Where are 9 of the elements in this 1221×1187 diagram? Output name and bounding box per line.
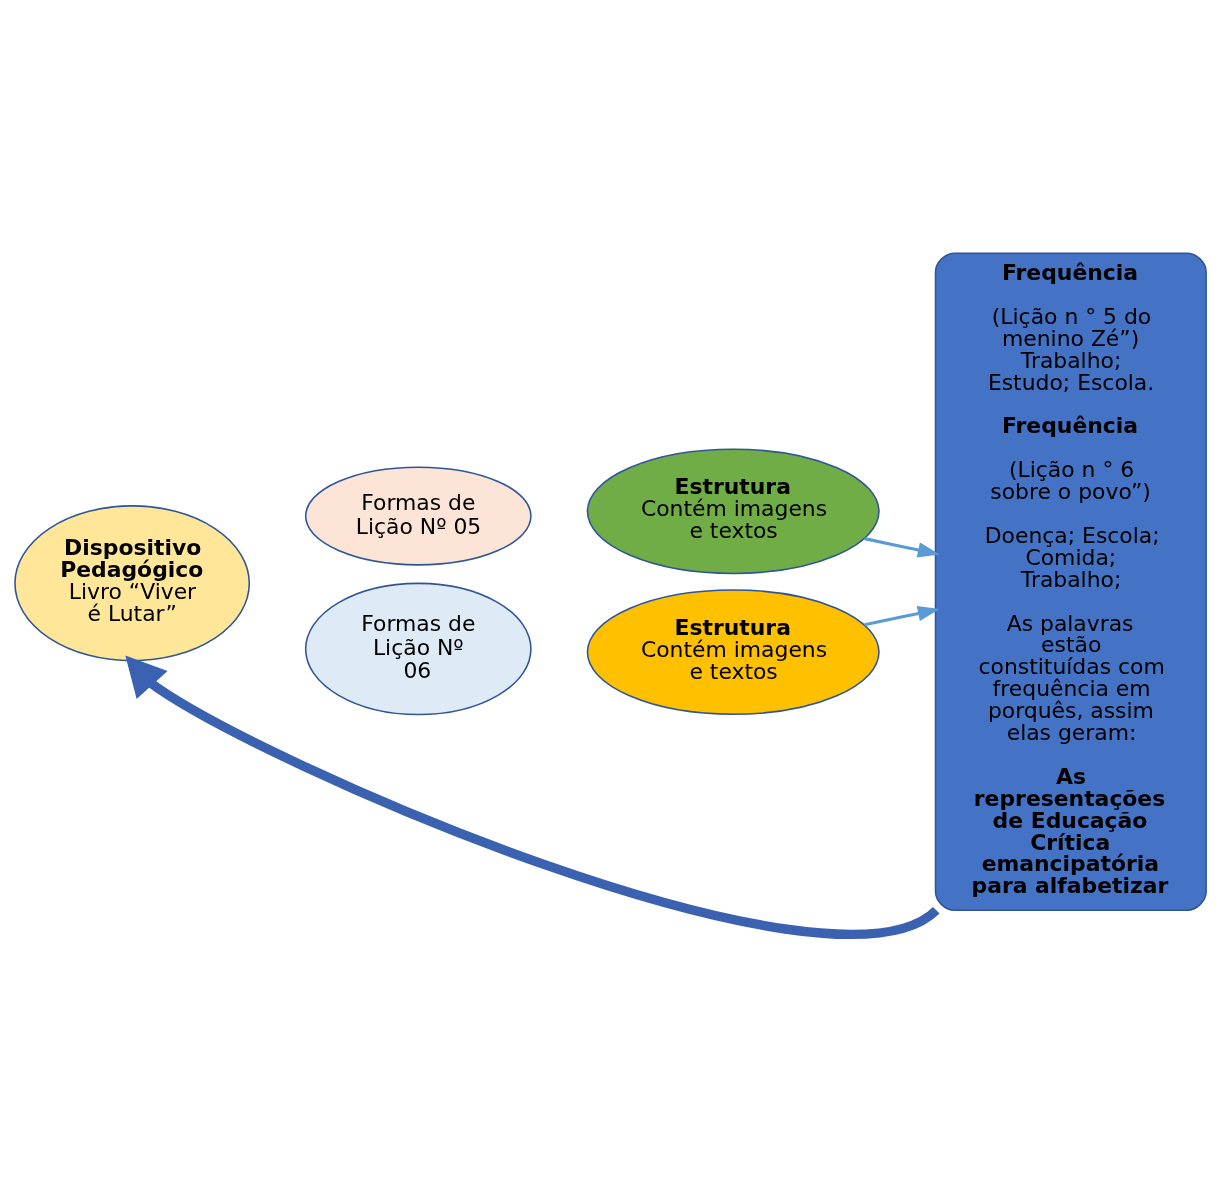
- node-ellipse: Estrutura Contém imagens e textos: [586, 447, 880, 574]
- arrow: [864, 605, 940, 626]
- node-ellipse: Formas de Lição Nº 05: [304, 465, 532, 566]
- node-ellipse: Formas de Lição Nº 06: [304, 582, 532, 715]
- node-ellipse: Estrutura Contém imagens e textos: [586, 588, 880, 715]
- node-box: Frequência (Lição n ° 5 do menino Zé”) Trabalho; Estudo; Escola. Frequência (Lição n ° 6 sobre o povo”) Doença; Escola; Comida; Trabalho; As palavras estão constituídas com frequência em porquês, assim elas geram: As representações de Educação Crítica emancipatória para alfabetizar: [934, 252, 1207, 911]
- node-ellipse: Dispositivo Pedagógico Livro “Viver é Lutar”: [14, 504, 251, 661]
- arrow: [125, 655, 939, 939]
- arrow: [864, 536, 940, 557]
